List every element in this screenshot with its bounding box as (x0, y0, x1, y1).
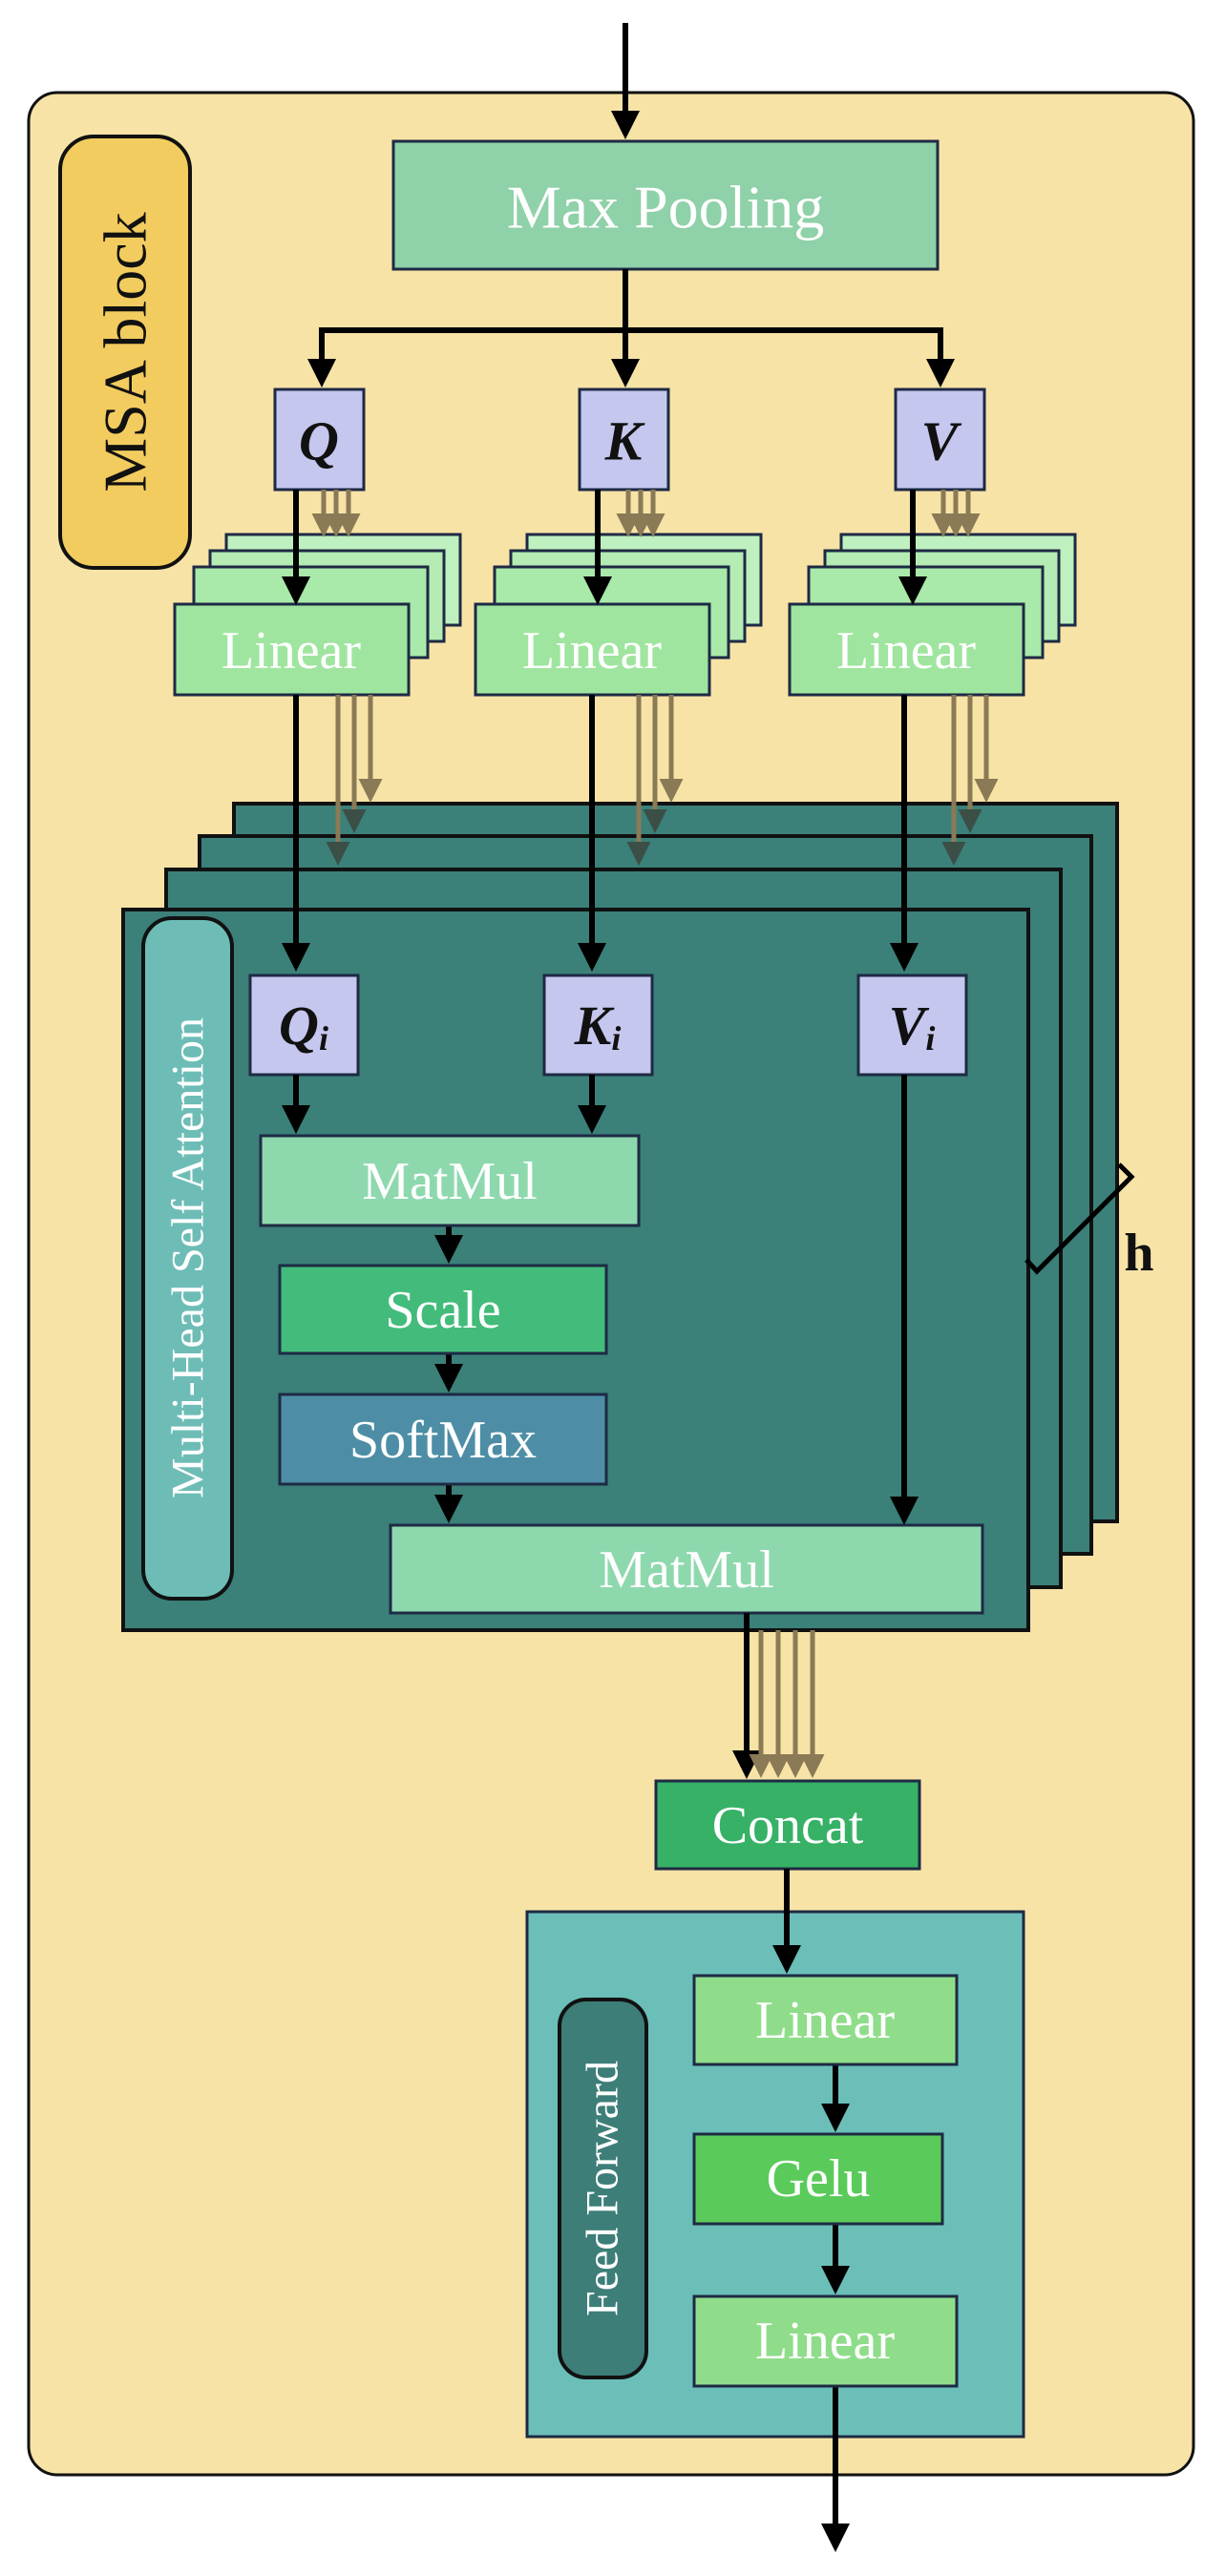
svg-text:Vi: Vi (889, 995, 936, 1058)
attention-label-text: Multi-Head Self Attention (163, 1017, 214, 1498)
vi-label: V (889, 995, 930, 1057)
msa-block-label: MSA block (58, 135, 192, 570)
linear-to-attention-head-arrows (326, 695, 999, 866)
svg-text:Qi: Qi (279, 995, 328, 1058)
linear-v-label: Linear (836, 621, 976, 681)
linear-v-box: Linear (788, 602, 1025, 697)
scale-label: Scale (385, 1281, 500, 1340)
vi-box: Vi (856, 974, 968, 1077)
scale-box: Scale (278, 1264, 608, 1355)
matmul-to-concat-arrows (732, 1613, 825, 1779)
heads-label: h (1124, 1224, 1153, 1283)
ki-subscript: i (611, 1019, 621, 1058)
ki-box: Ki (542, 974, 654, 1077)
ki-label: K (574, 995, 615, 1057)
ff-linear-1-label: Linear (755, 1991, 895, 2050)
matmul-2-label: MatMul (599, 1540, 774, 1600)
concat-box: Concat (654, 1779, 921, 1871)
qi-box: Qi (248, 974, 360, 1077)
qi-subscript: i (319, 1019, 328, 1058)
max-pooling-label: Max Pooling (507, 174, 824, 241)
concat-label: Concat (712, 1796, 864, 1855)
max-pooling-box: Max Pooling (391, 139, 940, 271)
split-connectors (307, 269, 955, 387)
linear-k-box: Linear (474, 602, 711, 697)
v-box: V (894, 387, 986, 492)
ff-linear-1-box: Linear (692, 1974, 959, 2066)
q-label: Q (299, 410, 339, 472)
feed-forward-arrows (772, 1869, 850, 2552)
heads-bracket: h (1024, 1162, 1154, 1283)
ff-linear-2-label: Linear (755, 2312, 895, 2371)
matmul-1-label: MatMul (362, 1152, 538, 1211)
linear-q-label: Linear (222, 621, 361, 681)
msa-block-label-text: MSA block (92, 212, 159, 492)
qkv-to-linear-head-arrows (311, 490, 981, 537)
qkv-main-arrows-upper (282, 490, 927, 605)
v-label: V (921, 410, 962, 472)
attention-label: Multi-Head Self Attention (141, 916, 234, 1601)
matmul-2-box: MatMul (389, 1523, 984, 1615)
k-label: K (604, 410, 645, 472)
gelu-label: Gelu (767, 2149, 871, 2209)
ff-linear-2-box: Linear (692, 2294, 959, 2388)
qkv-main-arrows-lower (282, 695, 919, 972)
feed-forward-label-text: Feed Forward (578, 2061, 628, 2316)
linear-k-label: Linear (522, 621, 662, 681)
softmax-box: SoftMax (278, 1393, 608, 1486)
k-box: K (578, 387, 670, 492)
linear-q-box: Linear (173, 602, 411, 697)
matmul-1-box: MatMul (259, 1134, 641, 1227)
softmax-label: SoftMax (349, 1411, 537, 1470)
q-box: Q (273, 387, 366, 492)
attention-internal-arrows (282, 1075, 919, 1525)
svg-text:Ki: Ki (574, 995, 622, 1058)
feed-forward-label: Feed Forward (558, 1998, 648, 2379)
vi-subscript: i (925, 1019, 935, 1058)
gelu-box: Gelu (692, 2132, 944, 2226)
qi-label: Q (279, 995, 319, 1057)
